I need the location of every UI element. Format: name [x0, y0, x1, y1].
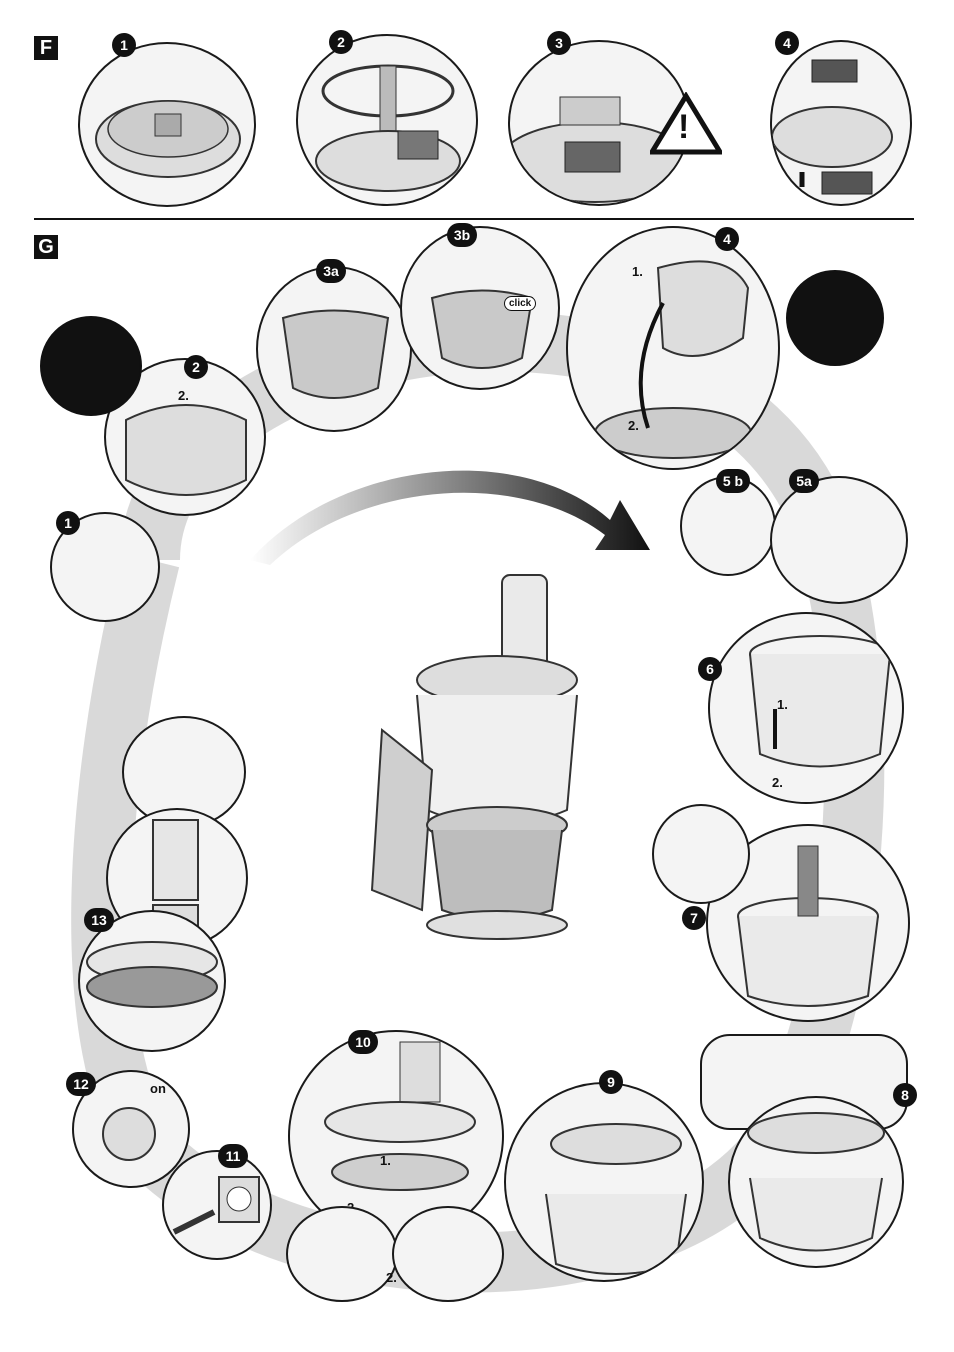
remove-insert-icon	[772, 59, 893, 195]
g-step-6-illustration	[708, 612, 904, 804]
g-step-1-badge: 1	[56, 511, 80, 535]
g-step-12-badge: 12	[66, 1072, 96, 1096]
section-g-letter: G	[34, 235, 58, 259]
g-step-2-inset	[40, 316, 142, 416]
g-step-3b-badge: 3b	[447, 223, 477, 247]
section-f-letter: F	[34, 36, 58, 60]
g-step-13-illustration	[78, 910, 226, 1052]
f-step-3-badge: 3	[547, 31, 571, 55]
warning-symbol: !	[678, 108, 690, 146]
plug-icon	[172, 1176, 260, 1235]
g-step-10-label-1: 1.	[380, 1153, 391, 1168]
g-step-4-badge: 4	[715, 227, 739, 251]
g-step-2-label: 2.	[178, 388, 189, 403]
g-step-10-label-3: 2.	[386, 1270, 397, 1285]
g-step-11-illustration	[162, 1150, 272, 1260]
processor-bowl-icon	[749, 635, 891, 768]
disc-icon	[747, 1112, 885, 1252]
g-step-6-label-2: 2.	[772, 775, 783, 790]
section-divider	[34, 218, 914, 220]
g-step-10-detail-right	[392, 1206, 504, 1302]
g-step-3a-badge: 3a	[316, 259, 346, 283]
g-step-8-badge: 8	[893, 1083, 917, 1107]
big-arrow-icon	[250, 470, 650, 565]
g-step-8-illustration	[728, 1096, 904, 1268]
g-step-9-illustration	[504, 1082, 704, 1282]
g-step-5a-illustration	[770, 476, 908, 604]
g-step-12-on-label: on	[150, 1081, 166, 1096]
f-step-2-illustration	[296, 34, 478, 206]
g-step-10-illustration	[288, 1030, 504, 1242]
g-step-3a-illustration	[256, 266, 412, 432]
g-step-2-illustration	[104, 358, 266, 516]
g-step-6-badge: 6	[698, 657, 722, 681]
g-step-12-illustration	[72, 1070, 190, 1188]
g-step-4-inset	[786, 270, 884, 366]
g-step-5a-badge: 5a	[789, 469, 819, 493]
g-step-5b-badge: 5 b	[716, 469, 750, 493]
food-processor-illustration	[352, 570, 592, 950]
grid-insert-icon	[510, 96, 688, 203]
bowl-icon	[281, 309, 390, 399]
cutter-disc-icon	[315, 64, 461, 192]
warning-icon: !	[650, 92, 722, 156]
g-step-7-inset	[652, 804, 750, 904]
f-step-1-badge: 1	[112, 33, 136, 57]
g-step-6-label-1: 1.	[777, 697, 788, 712]
g-step-11-badge: 11	[218, 1144, 248, 1168]
g-step-7-badge: 7	[682, 906, 706, 930]
f-step-2-badge: 2	[329, 30, 353, 54]
g-step-4-label-1: 1.	[632, 264, 643, 279]
mixer-head-icon	[594, 260, 752, 459]
f-step-4-badge: 4	[775, 31, 799, 55]
g-step-4-illustration	[566, 226, 780, 470]
dial-icon	[102, 1107, 156, 1161]
g-step-9-badge: 9	[599, 1070, 623, 1094]
click-indicator: click	[504, 296, 537, 311]
g-step-3b-illustration	[400, 226, 560, 390]
f-step-4-illustration	[770, 40, 912, 206]
g-step-4-label-2: 2.	[628, 418, 639, 433]
g-step-13-badge: 13	[84, 908, 114, 932]
g-step-10-badge: 10	[348, 1030, 378, 1054]
lid-icon	[95, 100, 241, 178]
g-step-10-detail-left	[286, 1206, 398, 1302]
f-step-3-illustration	[508, 40, 690, 206]
f-step-1-illustration	[78, 42, 256, 207]
g-step-2-badge: 2	[184, 355, 208, 379]
